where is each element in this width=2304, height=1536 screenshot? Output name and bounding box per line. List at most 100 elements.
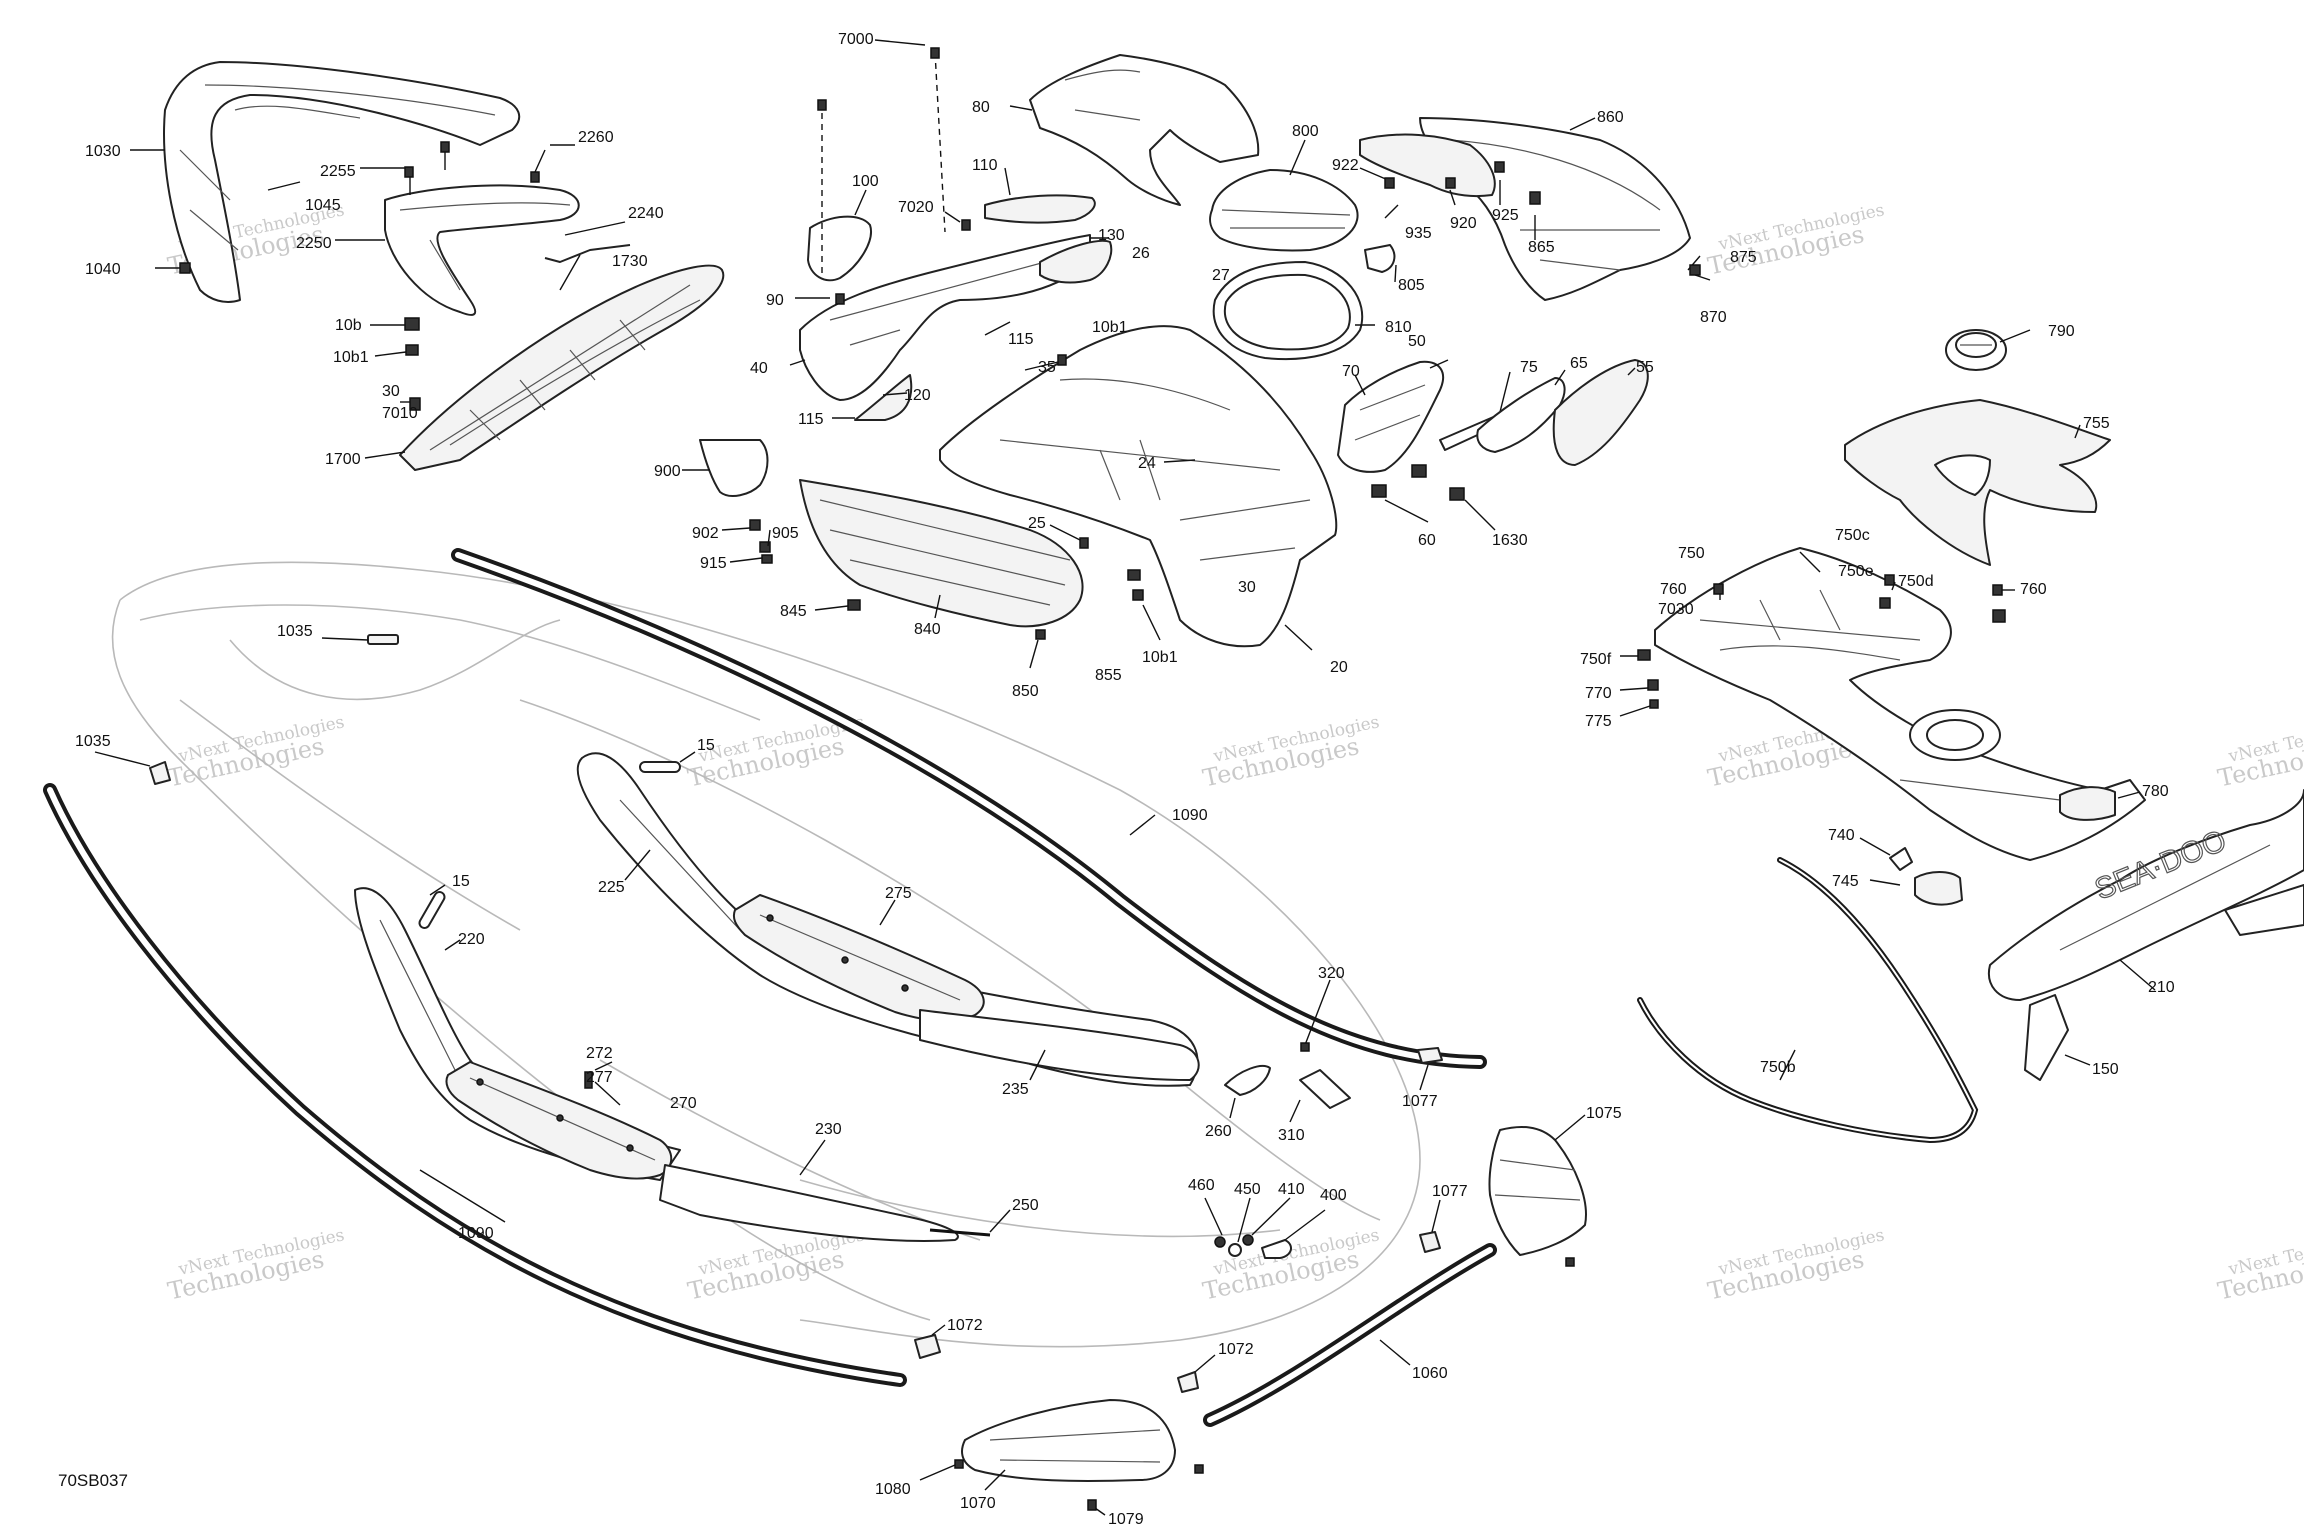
leader-line (364, 451, 406, 459)
screw-fastener (1992, 584, 2003, 596)
callout-920: 920 (1450, 215, 1477, 232)
callout-2250: 2250 (296, 235, 332, 252)
clip (1411, 464, 1427, 478)
latch-cover (1552, 359, 1649, 466)
leader-line (767, 529, 771, 547)
leader-line (984, 1469, 1006, 1491)
leader-line (1627, 367, 1636, 376)
leader-line (882, 392, 908, 396)
callout-7010: 7010 (382, 405, 418, 422)
screw-fastener (1529, 191, 1541, 205)
leader-line (984, 321, 1011, 336)
callout-320: 320 (1318, 965, 1345, 982)
washer (1228, 1243, 1242, 1257)
callout-1077: 1077 (1432, 1183, 1468, 1200)
strap-clip (2024, 994, 2069, 1081)
leader-line (1237, 1197, 1251, 1243)
leader-line (2117, 791, 2141, 799)
screw-fastener (530, 171, 540, 183)
callout-922: 922 (1332, 157, 1359, 174)
leader-line (1999, 329, 2031, 343)
leader-line (1859, 837, 1891, 856)
nut (1637, 649, 1651, 661)
callout-20: 20 (1330, 659, 1348, 676)
emblem-insert (149, 761, 171, 785)
callout-870: 870 (1700, 309, 1727, 326)
leader-line (444, 939, 461, 951)
callout-10b1: 10b1 (1142, 649, 1178, 666)
leader-line (534, 149, 546, 173)
rivet (841, 956, 849, 964)
leader-line (1891, 581, 1896, 591)
leader-line (944, 211, 961, 223)
leader-line (1289, 1099, 1301, 1123)
callout-900: 900 (654, 463, 681, 480)
callout-925: 925 (1492, 207, 1519, 224)
leader-line (321, 637, 369, 641)
callout-800: 800 (1292, 123, 1319, 140)
clip-block (2059, 786, 2116, 821)
callout-310: 310 (1278, 1127, 1305, 1144)
leader-line (814, 605, 849, 611)
rivet (476, 1078, 484, 1086)
leader-line (1554, 1114, 1586, 1141)
callout-790: 790 (2048, 323, 2075, 340)
leader-line (1359, 167, 1389, 181)
nut (404, 317, 420, 331)
callout-250: 250 (1012, 1197, 1039, 1214)
leader-line (2074, 424, 2081, 439)
callout-770: 770 (1585, 685, 1612, 702)
footwell-strip (919, 1009, 1200, 1081)
callout-30: 30 (1238, 579, 1256, 596)
leader-line (1251, 1197, 1291, 1236)
small-cover (1364, 244, 1396, 273)
watermark: vNext Technologies Technologies (165, 1225, 346, 1305)
fascia-panel (384, 184, 580, 316)
rivet (626, 1144, 634, 1152)
leader-line (1194, 1354, 1216, 1373)
screw-fastener (1494, 161, 1505, 173)
callout-875: 875 (1730, 249, 1757, 266)
callout-220: 220 (458, 931, 485, 948)
rear-bottom-cover (961, 1399, 1176, 1482)
end-cap (1177, 1371, 1199, 1393)
fuel-cap (1945, 329, 2007, 371)
trim-piece-right (2224, 884, 2304, 936)
plate-strip (1299, 1069, 1351, 1109)
callout-750f: 750f (1580, 651, 1612, 668)
screw-fastener (847, 599, 861, 611)
mirror-support (699, 439, 769, 497)
storage-tub (939, 325, 1338, 648)
callout-65: 65 (1570, 355, 1588, 372)
screw-fastener (404, 166, 414, 178)
ghost-hull-outline (111, 561, 1421, 1348)
screw-fastener (835, 293, 845, 305)
callout-270: 270 (670, 1095, 697, 1112)
leader-line (594, 1081, 621, 1106)
callout-740: 740 (1828, 827, 1855, 844)
leader-line (799, 1139, 826, 1176)
callout-75: 75 (1520, 359, 1538, 376)
callout-860: 860 (1597, 109, 1624, 126)
callout-1040: 1040 (85, 261, 121, 278)
screw-fastener (749, 519, 761, 531)
callout-2255: 2255 (320, 163, 356, 180)
callout-1045: 1045 (305, 197, 341, 214)
callout-110: 110 (972, 157, 998, 174)
rivet (901, 984, 909, 992)
leader-line (1284, 1209, 1326, 1241)
callout-1072: 1072 (1218, 1341, 1254, 1358)
gasket-seal (1476, 377, 1566, 453)
leader-line (594, 1061, 613, 1071)
callout-115: 115 (798, 411, 824, 428)
footrest-plate-lower (445, 1061, 673, 1180)
callout-100: 100 (852, 173, 879, 190)
leader-line (919, 1464, 956, 1481)
screw-fastener (759, 541, 771, 553)
leader-line (1354, 374, 1366, 396)
callout-745: 745 (1832, 873, 1859, 890)
callout-40: 40 (750, 360, 768, 377)
screw-fastener (1689, 264, 1701, 276)
callout-10b1: 10b1 (333, 349, 369, 366)
